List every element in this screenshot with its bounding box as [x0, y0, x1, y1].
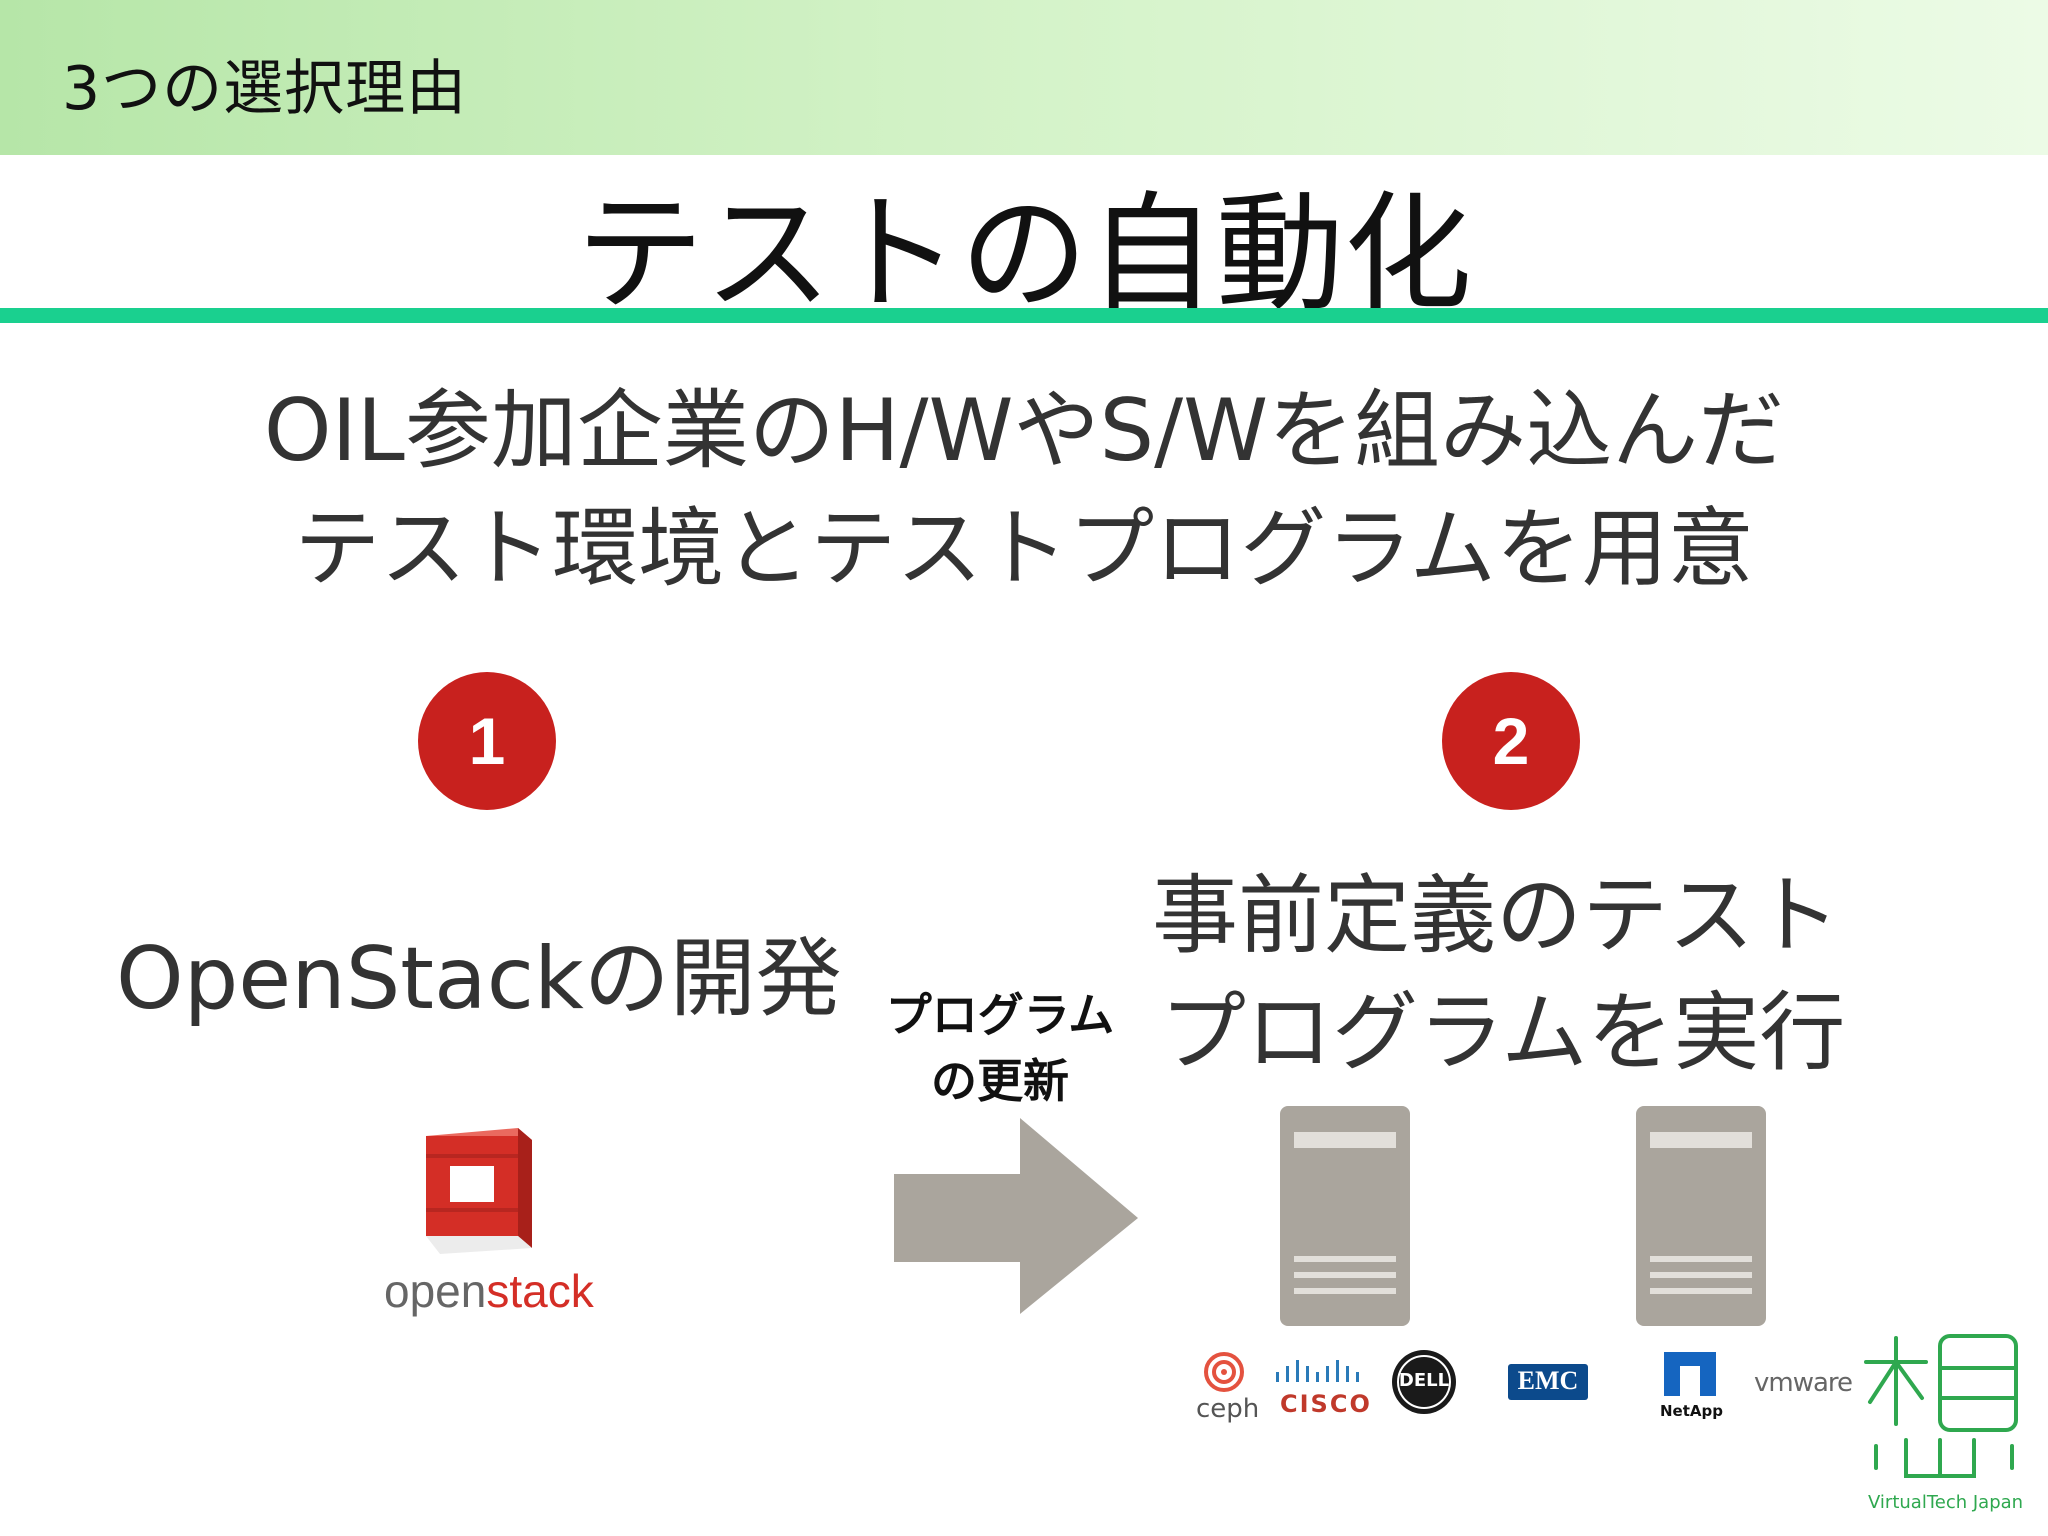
description-line-1: OIL参加企業のH/WやS/Wを組み込んだ [263, 381, 1785, 481]
arrow-label-line-2: の更新 [931, 1054, 1069, 1108]
arrow-label-line-1: プログラム [885, 988, 1115, 1042]
description-line-2: テスト環境とテストプログラムを用意 [294, 499, 1754, 599]
cisco-icon [1276, 1360, 1359, 1382]
title-divider [0, 308, 2048, 323]
dell-wordmark: DELL [1398, 1370, 1450, 1391]
dell-icon [1392, 1350, 1456, 1414]
emc-wordmark: EMC [1517, 1366, 1579, 1395]
ceph-wordmark: ceph [1196, 1394, 1260, 1424]
openstack-wordmark: openstack [384, 1265, 594, 1317]
arrow-right-icon [894, 1118, 1138, 1314]
emc-icon [1508, 1364, 1588, 1400]
arrow-label: プログラム の更新 [870, 982, 1130, 1114]
step-2-badge: 2 [1442, 672, 1580, 810]
slide-title: テストの自動化 [575, 180, 1472, 329]
step-1-badge: 1 [418, 672, 556, 810]
step-2-label-line-2: プログラムを実行 [1160, 983, 1846, 1083]
openstack-logo-icon [426, 1128, 532, 1254]
header-band [0, 0, 2048, 155]
step-2-label-line-1: 事前定義のテスト [1152, 866, 1840, 966]
cisco-wordmark: CISCO [1280, 1390, 1372, 1418]
server-icon [1280, 1106, 1410, 1326]
section-label: 3つの選択理由 [62, 54, 468, 124]
netapp-icon [1664, 1352, 1716, 1396]
virtualtech-icon [1864, 1334, 2018, 1478]
server-icon [1636, 1106, 1766, 1326]
ceph-icon [1204, 1352, 1244, 1392]
step-1-label: OpenStackの開発 [116, 929, 842, 1029]
vmware-icon: vmware [1754, 1368, 1853, 1398]
netapp-wordmark: NetApp [1660, 1402, 1723, 1420]
virtualtech-wordmark: VirtualTech Japan [1868, 1492, 2024, 1513]
